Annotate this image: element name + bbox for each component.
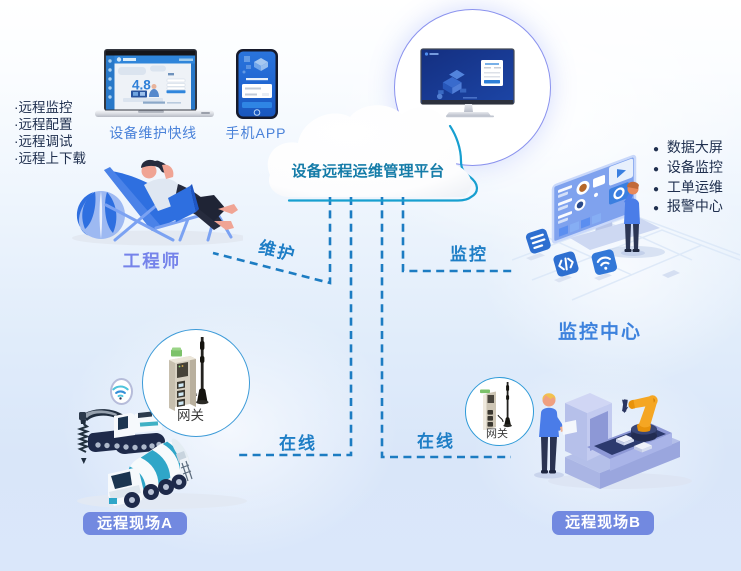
svg-text:4.8: 4.8 xyxy=(132,78,151,93)
svg-text:网关: 网关 xyxy=(177,408,204,423)
svg-text:网关: 网关 xyxy=(486,426,508,440)
